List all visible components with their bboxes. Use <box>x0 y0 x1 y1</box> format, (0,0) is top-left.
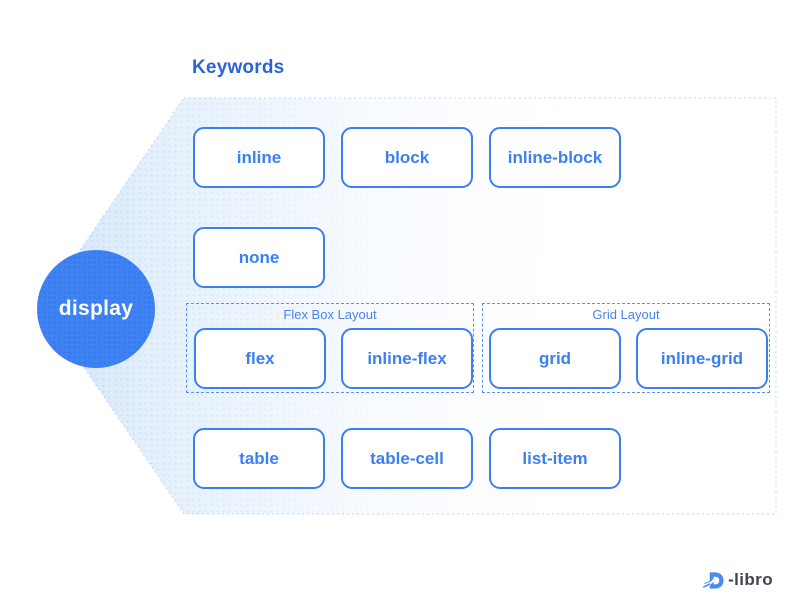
keyword-box-block: block <box>341 127 473 188</box>
page-title: Keywords <box>192 57 285 78</box>
display-hub: display <box>37 250 155 368</box>
flex-layout-group-label: Flex Box Layout <box>283 307 377 322</box>
d-libro-book-icon <box>703 571 724 590</box>
grid-layout-group: Grid Layout <box>482 303 770 393</box>
flex-layout-group: Flex Box Layout <box>186 303 474 393</box>
keyword-box-inline-grid: inline-grid <box>636 328 768 389</box>
display-hub-label: display <box>58 297 134 320</box>
keyword-box-grid: grid <box>489 328 621 389</box>
keyword-box-table: table <box>193 428 325 489</box>
brand-logo: -libro <box>703 570 773 590</box>
keyword-box-inline-block: inline-block <box>489 127 621 188</box>
keyword-box-none: none <box>193 227 325 288</box>
keyword-box-inline: inline <box>193 127 325 188</box>
keyword-box-inline-flex: inline-flex <box>341 328 473 389</box>
grid-layout-group-label: Grid Layout <box>592 307 660 322</box>
brand-logo-text: -libro <box>728 570 773 589</box>
keyword-box-flex: flex <box>194 328 326 389</box>
keyword-box-table-cell: table-cell <box>341 428 473 489</box>
keyword-box-list-item: list-item <box>489 428 621 489</box>
